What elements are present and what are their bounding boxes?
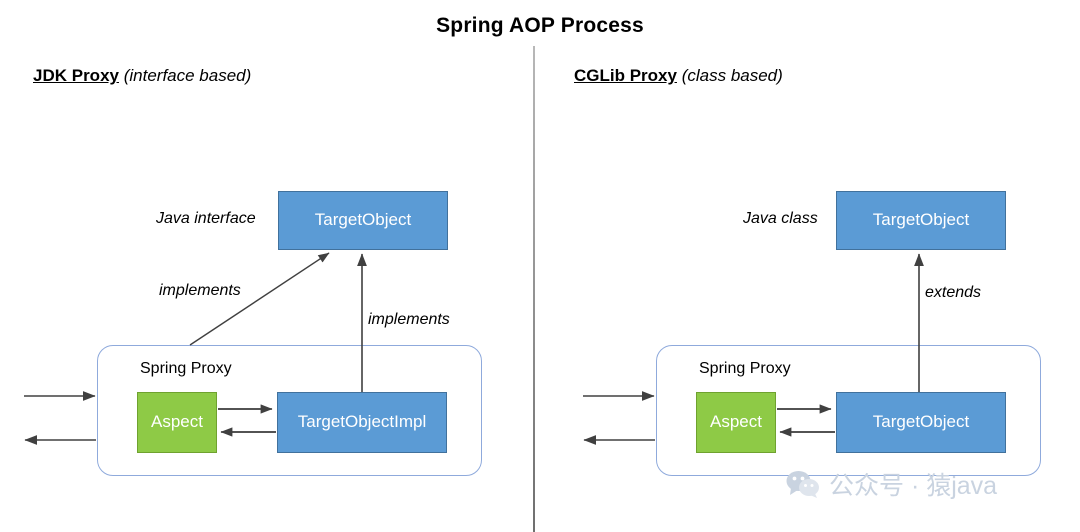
section-heading-cglib-kind: (class based) [681, 66, 783, 85]
jdk-spring-proxy-label: Spring Proxy [140, 360, 232, 377]
cglib-spring-proxy-label: Spring Proxy [699, 360, 791, 377]
section-heading-jdk-name: JDK Proxy [33, 66, 119, 85]
cglib-target-object-node: TargetObject [836, 191, 1006, 250]
jdk-target-object-impl-node: TargetObjectImpl [277, 392, 447, 453]
section-heading-cglib: CGLib Proxy (class based) [574, 66, 783, 86]
section-heading-jdk: JDK Proxy (interface based) [33, 66, 251, 86]
jdk-java-interface-label: Java interface [156, 210, 256, 227]
page-title: Spring AOP Process [436, 14, 644, 37]
panel-divider [533, 46, 535, 532]
section-heading-cglib-name: CGLib Proxy [574, 66, 677, 85]
cglib-target-object-node-inner: TargetObject [836, 392, 1006, 453]
jdk-implements-label-left: implements [159, 282, 241, 299]
cglib-aspect-node: Aspect [696, 392, 776, 453]
wechat-bubble-icon [786, 471, 819, 498]
watermark-text: 公众号 · 猿java [829, 472, 998, 500]
jdk-target-object-node: TargetObject [278, 191, 448, 250]
cglib-java-class-label: Java class [743, 210, 818, 227]
section-heading-jdk-kind: (interface based) [123, 66, 252, 85]
jdk-aspect-node: Aspect [137, 392, 217, 453]
cglib-extends-label: extends [925, 284, 982, 301]
watermark: 公众号 · 猿java [786, 466, 997, 502]
jdk-implements-label-right: implements [368, 311, 450, 328]
